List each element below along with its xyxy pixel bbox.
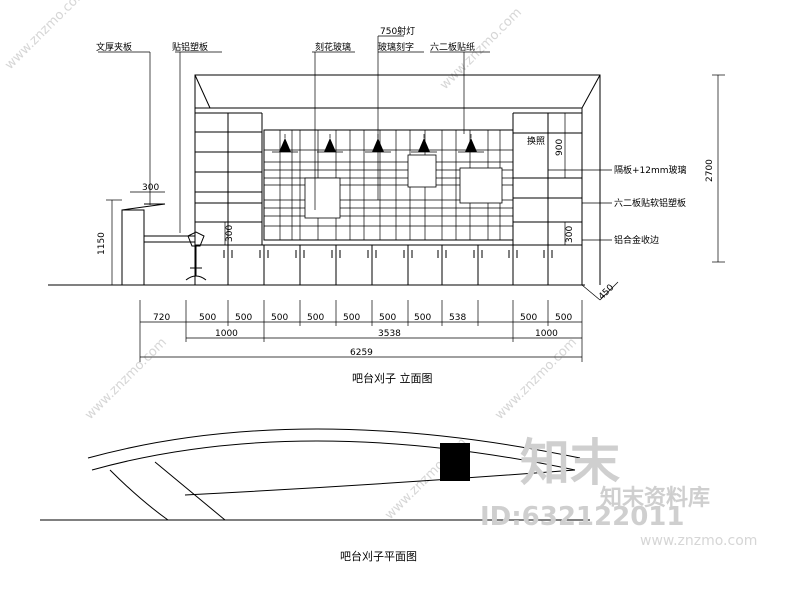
elevation-title: 吧台刈子 立面图 xyxy=(352,371,433,385)
spotlight-icon xyxy=(272,134,298,153)
plan-counter-edge xyxy=(154,461,226,521)
dim-segment: 500 xyxy=(199,313,216,323)
label-shelf-glass: 隔板+12mm玻璃 xyxy=(614,164,687,176)
dim-segment: 500 xyxy=(379,313,396,323)
dim-segment: 500 xyxy=(307,313,324,323)
brand-logo-text: 知末 xyxy=(520,434,620,492)
spotlight-icon-group xyxy=(272,134,484,153)
watermark-text: www.znzmo.com xyxy=(82,335,170,423)
dim-segment: 500 xyxy=(235,313,252,323)
base-cabinets xyxy=(223,245,553,285)
spotlight-icon xyxy=(458,134,484,153)
label-etched-glass: 刻花玻璃 xyxy=(315,41,351,53)
brand-subtitle: 知末资料库 xyxy=(600,485,710,511)
dim-segment: 500 xyxy=(271,313,288,323)
dim-segment: 720 xyxy=(153,313,170,323)
glass-panel-grid xyxy=(263,129,514,241)
spotlight-icon xyxy=(317,134,343,153)
cabinet-outline xyxy=(194,74,601,285)
leader-lines xyxy=(98,35,612,245)
dim-450: 450 xyxy=(597,283,616,302)
dim-segment: 538 xyxy=(449,313,466,323)
spotlight-icon xyxy=(411,134,437,153)
dimension-lines-vertical xyxy=(106,74,725,301)
dim-subtotal-right: 1000 xyxy=(535,329,558,339)
plan-curve-outer xyxy=(87,428,581,459)
watermark-text: www.znzmo.com xyxy=(492,335,580,423)
plan-column xyxy=(440,443,470,481)
label-wood-panel: 文厚夹板 xyxy=(96,41,132,53)
label-aluminum-trim: 铝合金收边 xyxy=(614,234,659,246)
watermark-layer: www.znzmo.com www.znzmo.com www.znzmo.co… xyxy=(2,0,580,523)
plan-counter-edge xyxy=(109,469,169,521)
dim-900: 900 xyxy=(555,139,565,156)
cabinet-outline xyxy=(194,74,211,109)
dim-segment: 500 xyxy=(414,313,431,323)
label-glass-lettering: 玻璃刻字 xyxy=(378,41,414,53)
dim-segment: 500 xyxy=(343,313,360,323)
right-shelf-column xyxy=(512,112,582,245)
dim-2700: 2700 xyxy=(705,159,715,182)
dim-segment: 500 xyxy=(520,313,537,323)
dim-subtotal-mid: 3538 xyxy=(378,329,401,339)
brand-watermark: 知末 知末资料库 ID:632122011 www.znzmo.com xyxy=(480,434,757,549)
label-spotlight: 750射灯 xyxy=(380,25,415,37)
elevation-view: 文厚夹板 贴铝塑板 刻花玻璃 750射灯 玻璃刻字 六二板贴纸 换照 隔板+12… xyxy=(48,25,725,385)
left-shelf-column xyxy=(195,112,263,245)
cabinet-outline xyxy=(581,74,601,109)
dim-1150: 1150 xyxy=(97,232,107,255)
dim-300-right: 300 xyxy=(565,226,575,243)
dim-segment: 500 xyxy=(555,313,572,323)
dimension-lines-horizontal xyxy=(139,300,583,362)
dimension-labels-row: 720 500 500 500 500 500 500 500 538 500 … xyxy=(153,313,572,358)
label-aluminum-panel: 贴铝塑板 xyxy=(172,41,208,53)
label-board-paper: 六二板贴纸 xyxy=(430,41,475,53)
label-board-aluminum: 六二板贴软铝塑板 xyxy=(614,197,686,209)
plan-title: 吧台刈子平面图 xyxy=(340,549,417,563)
bar-stool-icon xyxy=(185,231,207,281)
dim-300-top: 300 xyxy=(142,183,159,193)
brand-id: ID:632122011 xyxy=(480,502,684,532)
plan-curve-inner xyxy=(91,440,576,471)
plan-view: 吧台刈子平面图 xyxy=(40,428,590,563)
plan-counter-line xyxy=(184,469,576,496)
bar-counter xyxy=(121,203,195,286)
dim-subtotal-left: 1000 xyxy=(215,329,238,339)
dim-total: 6259 xyxy=(350,348,373,358)
watermark-text: www.znzmo.com xyxy=(2,0,90,73)
dim-300-counter: 300 xyxy=(225,225,235,242)
label-lighting: 换照 xyxy=(527,135,545,147)
brand-url: www.znzmo.com xyxy=(640,533,757,549)
